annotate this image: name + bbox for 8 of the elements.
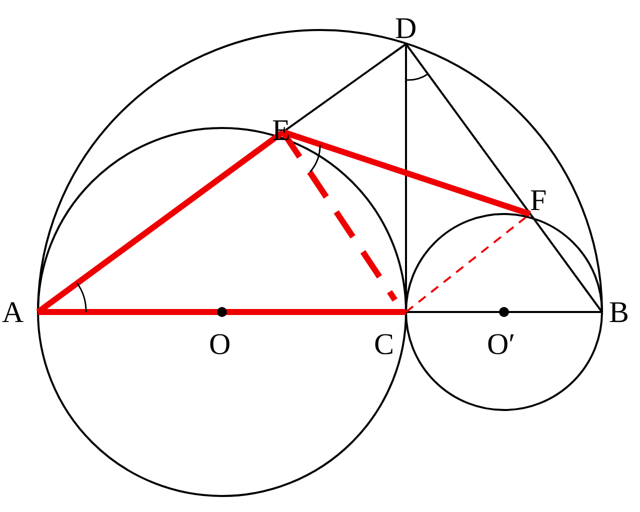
point-label: E [272,116,290,146]
point-label: D [395,14,417,44]
point-label: O [209,330,231,360]
point-label: B [609,298,630,328]
point-label: C [374,330,394,360]
point-label: F [530,186,547,216]
point-label: A [2,298,24,328]
point-label: O′ [487,330,516,360]
